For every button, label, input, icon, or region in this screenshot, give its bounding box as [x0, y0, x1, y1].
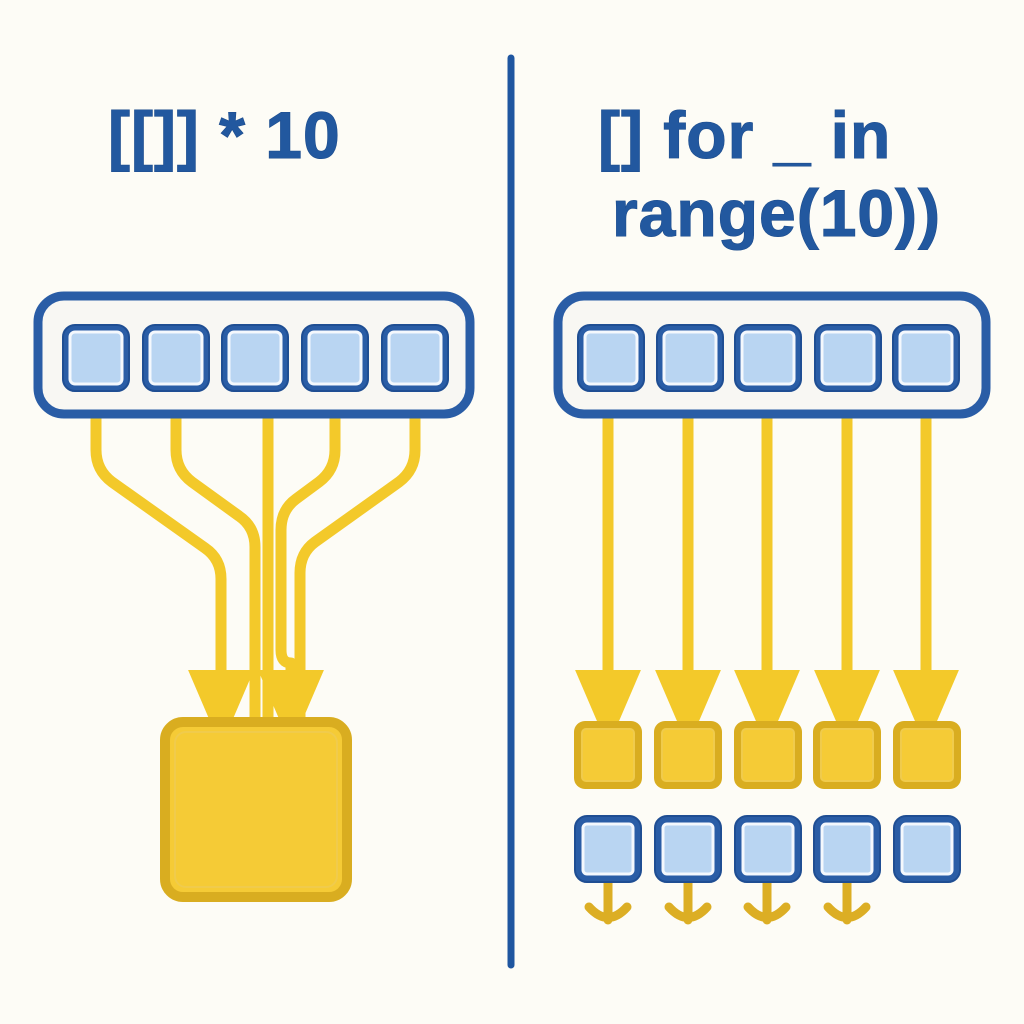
left-panel-title: [[]] * 10 [108, 98, 341, 172]
right-connectors [575, 391, 959, 747]
right-yellow-5[interactable] [893, 721, 961, 789]
result-cell-4[interactable] [813, 815, 881, 883]
left-cell-5-fill [387, 330, 443, 386]
right-cell-4[interactable] [814, 324, 882, 392]
right-panel-title-line2: range(10)) [612, 176, 941, 250]
left-panel [33, 291, 475, 902]
right-cell-3-fill [740, 330, 796, 386]
right-cell-1[interactable] [577, 324, 645, 392]
result-hook-3-cup [743, 902, 791, 922]
right-yellow-4[interactable] [813, 721, 881, 789]
left-cells [62, 324, 449, 392]
shared-inner-list-inner-ring [174, 731, 338, 888]
right-result-cells [574, 815, 961, 883]
left-cell-2-fill [148, 330, 204, 386]
result-hook-4 [823, 875, 871, 925]
right-yellow-objects [574, 721, 961, 789]
left-cell-1-fill [68, 330, 124, 386]
result-cell-1[interactable] [574, 815, 642, 883]
connector-4 [258, 391, 341, 747]
left-cell-3-fill [227, 330, 283, 386]
result-cell-5-fill [900, 822, 954, 876]
right-yellow-1[interactable] [574, 721, 642, 789]
right-cell-1-fill [583, 330, 639, 386]
left-cell-3[interactable] [221, 324, 289, 392]
left-connectors [90, 391, 421, 747]
result-hook-2 [664, 875, 712, 925]
result-cell-5[interactable] [893, 815, 961, 883]
right-cell-2[interactable] [656, 324, 724, 392]
result-hook-4-cup [823, 902, 871, 922]
right-cells [577, 324, 960, 392]
result-hook-1-cup [584, 902, 632, 922]
result-hook-1 [584, 875, 632, 925]
right-panel [553, 291, 991, 925]
right-cell-5-fill [898, 330, 954, 386]
result-cell-2-fill [661, 822, 715, 876]
result-cell-1-fill [581, 822, 635, 876]
shared-inner-list[interactable] [160, 717, 352, 902]
right-yellow-1-fill [581, 728, 635, 782]
connector-5 [294, 391, 421, 722]
connector-2 [170, 391, 261, 722]
result-hook-3 [743, 875, 791, 925]
right-cell-2-fill [662, 330, 718, 386]
right-yellow-2[interactable] [654, 721, 722, 789]
right-yellow-5-fill [900, 728, 954, 782]
right-yellow-3-fill [741, 728, 795, 782]
left-cell-1[interactable] [62, 324, 130, 392]
right-cell-4-fill [820, 330, 876, 386]
right-yellow-4-fill [820, 728, 874, 782]
result-cell-3[interactable] [734, 815, 802, 883]
result-cell-4-fill [820, 822, 874, 876]
result-hook-2-cup [664, 902, 712, 922]
left-cell-4[interactable] [301, 324, 369, 392]
left-cell-5[interactable] [381, 324, 449, 392]
shared-inner-list-body [160, 717, 352, 902]
connector-1 [90, 391, 254, 747]
right-yellow-2-fill [661, 728, 715, 782]
left-cell-4-fill [307, 330, 363, 386]
right-cell-3[interactable] [734, 324, 802, 392]
right-cell-5[interactable] [892, 324, 960, 392]
left-cell-2[interactable] [142, 324, 210, 392]
result-cell-2[interactable] [654, 815, 722, 883]
result-cell-3-fill [741, 822, 795, 876]
right-yellow-3[interactable] [734, 721, 802, 789]
right-result-hooks [584, 875, 871, 925]
right-panel-title-line1: [] for _ in [598, 98, 891, 172]
